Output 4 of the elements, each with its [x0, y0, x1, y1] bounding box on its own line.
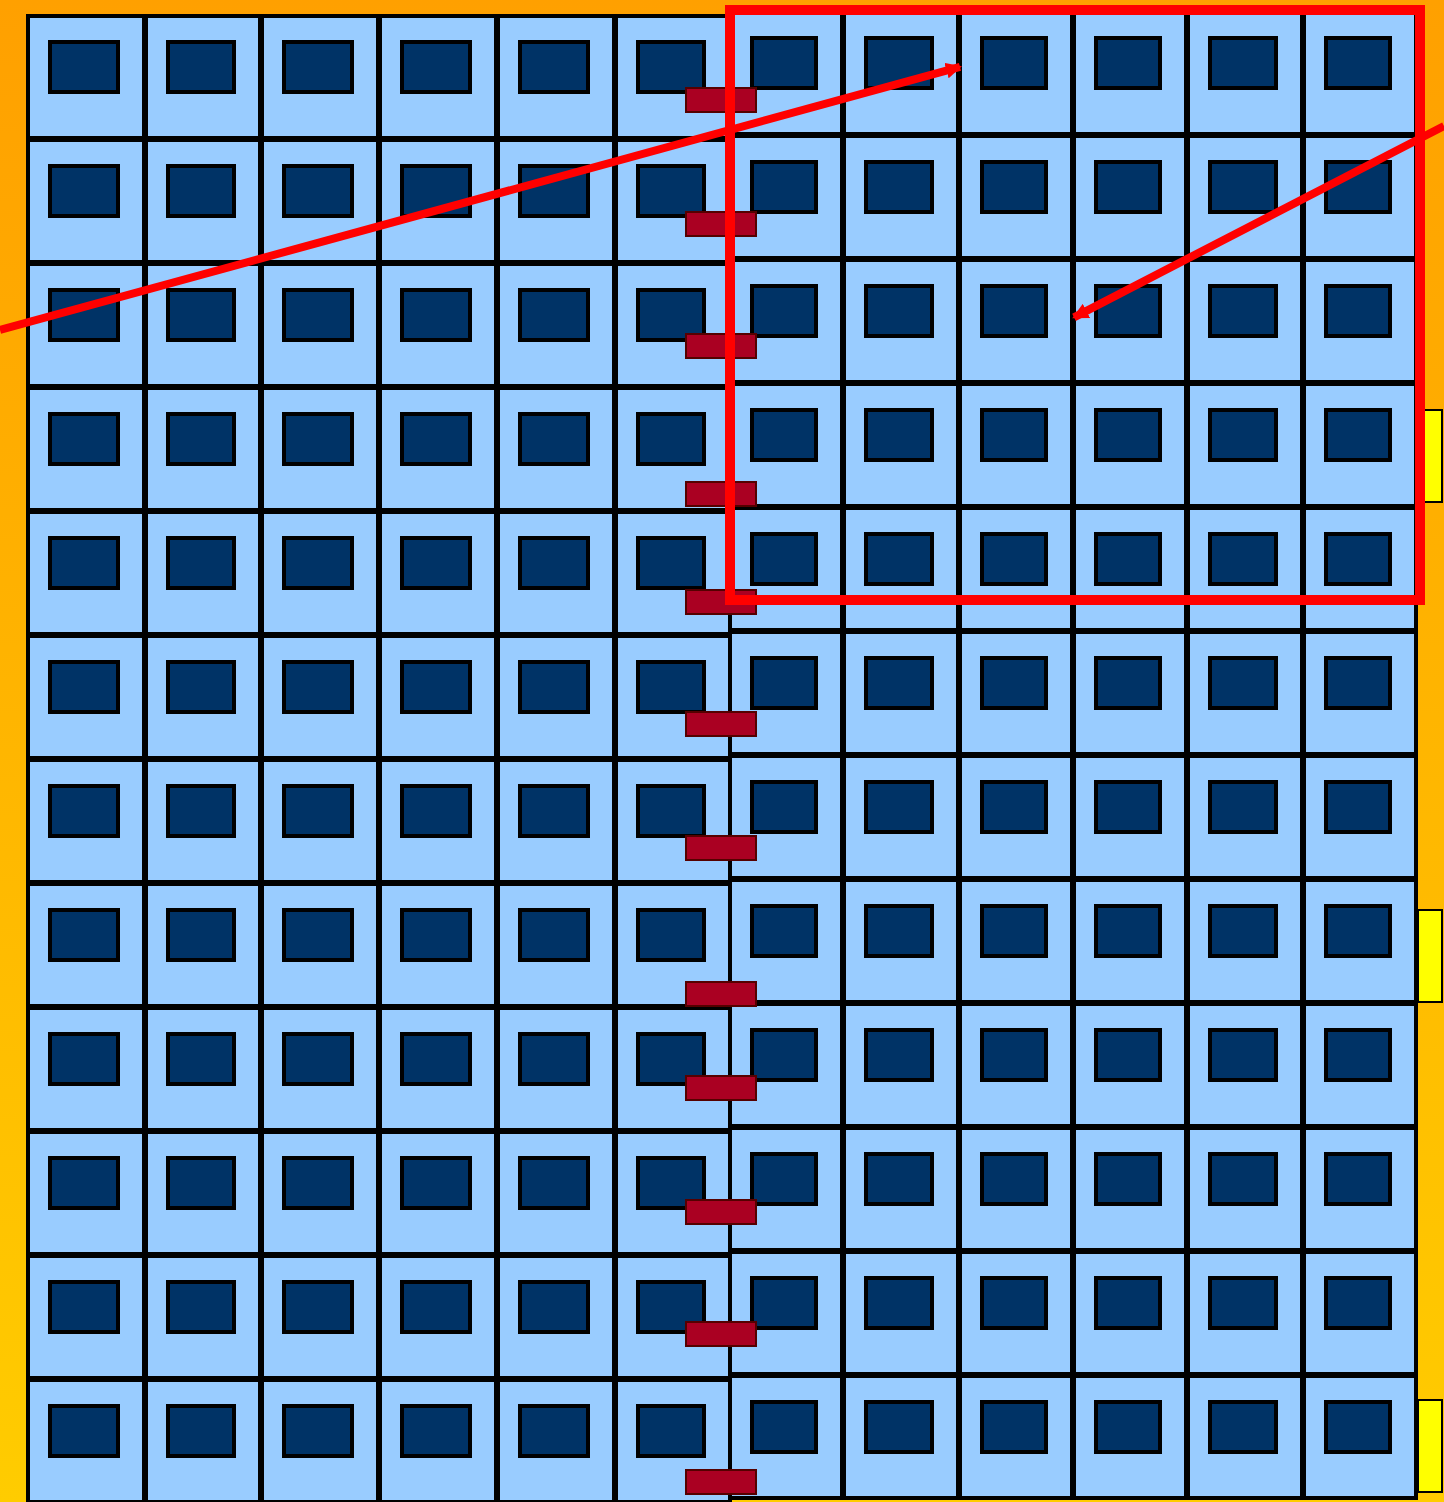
arrow [0, 62, 962, 334]
tile [1072, 258, 1188, 384]
arrow [1072, 122, 1444, 321]
tile [958, 10, 1074, 136]
